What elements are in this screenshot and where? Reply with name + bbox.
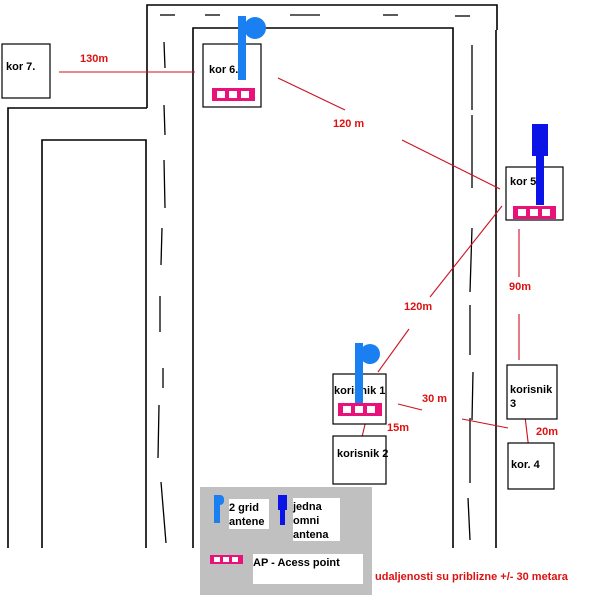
building-box (332, 435, 387, 485)
link-kor6-kor5-a (277, 77, 346, 111)
distance-note: udaljenosti su priblizne +/- 30 metara (375, 571, 569, 583)
node-kor4: kor. 4 (507, 442, 555, 490)
node-label: kor 7. (6, 61, 35, 73)
building-box (1, 43, 51, 99)
grid-antenna-icon (238, 16, 266, 80)
access-point-icon (212, 88, 255, 101)
building-box (507, 442, 555, 490)
legend-omni-antenna-label: antena (293, 529, 329, 541)
legend-access-point-icon (210, 555, 243, 564)
legend-grid-antenna-label-bg (229, 499, 269, 529)
omni-antenna-icon (532, 124, 548, 205)
roads (7, 4, 498, 548)
legend-grid-antenna-label: 2 grid (229, 502, 259, 514)
node-korisnik1: korisnik 1 (332, 343, 387, 425)
node-kor5: kor 5. (505, 124, 564, 221)
node-label: korisnik 2 (337, 448, 388, 460)
distance-label-kor5-korisnik3: 90m (509, 281, 531, 293)
distance-label-korisnik1-korisnik2: 15m (387, 422, 409, 434)
access-point-icon (513, 206, 556, 219)
node-label: korisnik (510, 384, 553, 396)
road-outer-junction (7, 107, 147, 548)
links (59, 71, 530, 451)
distance-label-kor6-kor5: 120 m (333, 118, 364, 130)
grid-antenna-icon (355, 343, 380, 405)
distance-labels: 130m 120 m 120m 90m 30 m 15m 20m (80, 53, 558, 438)
node-label: kor. 4 (511, 459, 541, 471)
node-korisnik3: korisnik 3 (506, 364, 558, 420)
legend: 2 grid antene jedna omni antena AP - Ace… (200, 487, 372, 595)
link-korisnik1-korisnik3-a (397, 403, 423, 411)
legend-omni-antenna-label: jedna (292, 501, 323, 513)
legend-grid-antenna-label: antene (229, 516, 264, 528)
node-label: kor 5. (510, 176, 539, 188)
distance-label-kor7-kor6: 130m (80, 53, 108, 65)
lane-dashes (157, 14, 474, 544)
legend-access-point-label-bg (253, 554, 363, 584)
legend-access-point-label: AP - Acess point (253, 557, 340, 569)
node-kor6: kor 6. (202, 16, 266, 108)
node-korisnik2: korisnik 2 (332, 435, 388, 485)
distance-label-korisnik1-korisnik3: 30 m (422, 393, 447, 405)
legend-grid-antenna-icon (214, 495, 224, 523)
legend-omni-antenna-icon (278, 495, 287, 525)
distance-label-korisnik3-kor4: 20m (536, 426, 558, 438)
road-outer-left-top (146, 4, 498, 108)
road-inner-top (192, 27, 454, 548)
road-lower-left-block (41, 139, 147, 548)
node-label: kor 6. (209, 64, 238, 76)
legend-omni-antenna-label: omni (293, 515, 319, 527)
link-korisnik1-korisnik3-b (461, 418, 509, 429)
link-kor6-kor5-b (401, 139, 501, 190)
building-box (506, 364, 558, 420)
distance-label-kor5-korisnik1: 120m (404, 301, 432, 313)
link-kor5-korisnik1-b (377, 328, 410, 373)
node-kor7: kor 7. (1, 43, 51, 99)
access-point-icon (338, 403, 382, 416)
node-label: 3 (510, 398, 516, 410)
legend-omni-antenna-label-bg (293, 498, 340, 541)
link-kor5-korisnik1-a (429, 205, 503, 298)
